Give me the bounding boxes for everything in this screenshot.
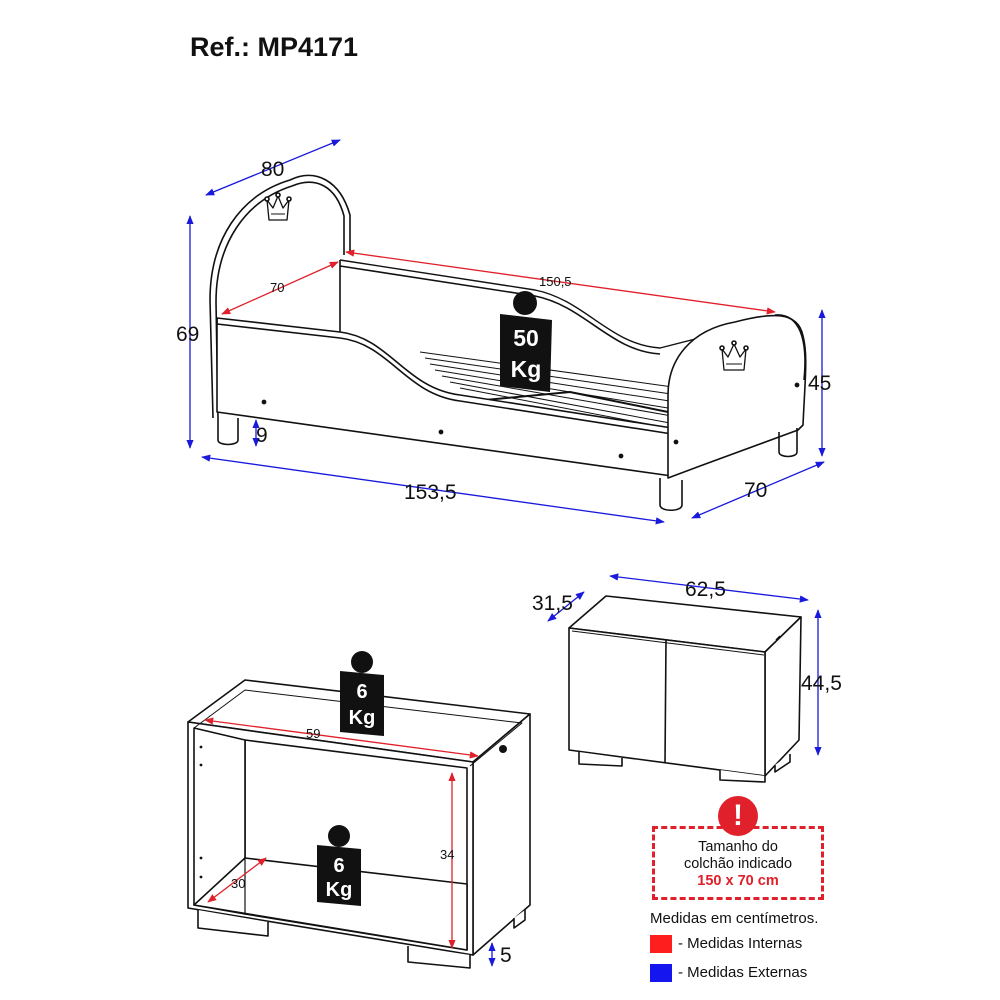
- bed-weight-value: 50: [513, 325, 539, 351]
- shelf-foot: [513, 910, 526, 929]
- cabinet-external-dimensions: [547, 573, 822, 756]
- mattress-size-note: Tamanho do colchão indicado 150 x 70 cm: [652, 826, 824, 900]
- bed-front-rail-top: [216, 318, 673, 435]
- legend-caption: Medidas em centímetros.: [650, 910, 819, 927]
- bed-leg-height-label: 9: [256, 424, 268, 447]
- shelf-bottom-weight-unit: Kg: [326, 879, 353, 901]
- crown-icon: [719, 340, 749, 371]
- shelf-internal-depth-label: 30: [231, 876, 245, 891]
- bed-leg: [659, 478, 683, 512]
- bed-footboard: [667, 314, 807, 479]
- shelf-internal-dimensions: [204, 717, 479, 949]
- cabinet-door-divider: [664, 639, 667, 764]
- bed-weight-unit: Kg: [511, 356, 542, 382]
- cabinet-foot: [578, 752, 623, 767]
- shelf-bottom-weight-value: 6: [333, 855, 344, 877]
- legend-external: - Medidas Externas: [650, 964, 808, 983]
- cabinet-height-label: 44,5: [801, 672, 842, 695]
- shelf-foot: [197, 910, 269, 937]
- legend-external-label: - Medidas Externas: [678, 964, 808, 981]
- legend-internal: - Medidas Internas: [650, 935, 803, 954]
- cabinet-foot: [774, 754, 791, 773]
- shelf-bottom-weight-badge: 6 Kg: [317, 825, 361, 906]
- bed-internal-dimensions: [221, 249, 776, 315]
- shelf-foot-height-label: 5: [500, 944, 512, 967]
- legend-external-swatch: [650, 964, 672, 983]
- mattress-note-size: 150 x 70 cm: [697, 873, 779, 889]
- bed-footboard-side: [774, 314, 806, 381]
- bed-total-height-label: 69: [176, 323, 199, 346]
- shelf-internal-width-label: 59: [306, 726, 320, 741]
- cabinet-drawing: [568, 595, 802, 783]
- legend-internal-label: - Medidas Internas: [678, 935, 803, 952]
- crown-icon: [264, 192, 292, 221]
- bed-headboard-width-label: 80: [261, 158, 284, 181]
- bed-total-width-label: 70: [744, 479, 767, 502]
- shelf-top-weight-badge: 6 Kg: [340, 651, 384, 736]
- page-title: Ref.: MP4171: [190, 32, 359, 62]
- cabinet-depth-label: 31,5: [532, 592, 573, 615]
- bed-footboard-height-label: 45: [808, 372, 831, 395]
- bed-internal-length-label: 150,5: [539, 274, 572, 289]
- bed-weight-badge: 50 Kg: [500, 291, 552, 392]
- bed-leg: [778, 428, 798, 458]
- cabinet-foot: [719, 770, 766, 783]
- bed-slat-support: [484, 391, 669, 413]
- shelf-foot: [407, 946, 471, 969]
- shelf-top-weight-value: 6: [356, 681, 367, 703]
- legend-internal-swatch: [650, 935, 672, 954]
- shelf-internal-height-label: 34: [440, 847, 454, 862]
- mattress-note-line2: colchão indicado: [683, 856, 793, 872]
- cabinet-front: [568, 627, 766, 777]
- shelf-top-weight-unit: Kg: [349, 707, 376, 729]
- cabinet-width-label: 62,5: [685, 578, 726, 601]
- bed-internal-width-label: 70: [270, 280, 284, 295]
- mattress-note-line1: Tamanho do: [698, 839, 778, 855]
- bed-external-dimensions: [186, 139, 826, 525]
- bed-leg: [217, 418, 239, 446]
- exclamation-icon: !: [718, 796, 758, 836]
- bed-total-length-label: 153,5: [404, 481, 457, 504]
